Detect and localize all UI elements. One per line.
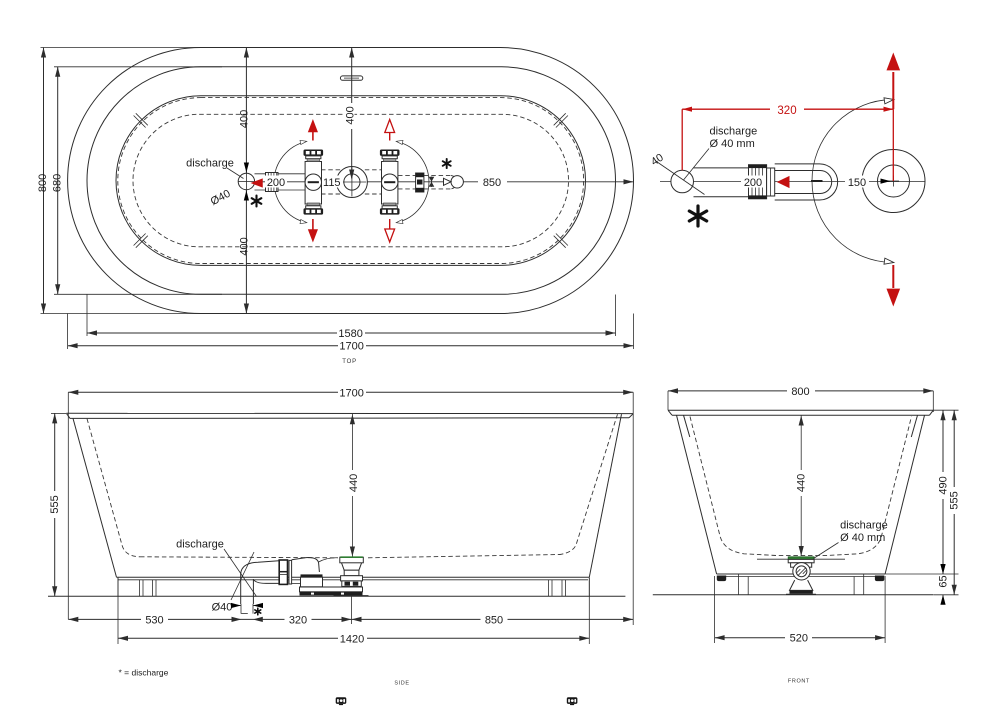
svg-text:200: 200 xyxy=(744,177,762,189)
svg-text:Ø 40 mm: Ø 40 mm xyxy=(840,532,885,544)
svg-text:320: 320 xyxy=(777,105,796,117)
svg-text:TOP: TOP xyxy=(342,359,357,365)
svg-text:400: 400 xyxy=(345,106,357,124)
svg-text:440: 440 xyxy=(348,474,360,492)
svg-text:555: 555 xyxy=(949,491,961,509)
svg-text:555: 555 xyxy=(49,495,61,513)
svg-text:Ø40: Ø40 xyxy=(212,601,233,613)
svg-text:discharge: discharge xyxy=(176,539,224,551)
svg-text:800: 800 xyxy=(791,386,809,398)
svg-text:40: 40 xyxy=(649,152,666,169)
svg-text:850: 850 xyxy=(485,614,503,626)
svg-text:850: 850 xyxy=(483,177,501,189)
svg-text:200: 200 xyxy=(267,177,285,189)
svg-text:440: 440 xyxy=(796,474,808,492)
svg-text:1700: 1700 xyxy=(339,341,363,353)
svg-text:400: 400 xyxy=(239,237,251,255)
svg-text:1420: 1420 xyxy=(340,633,364,645)
svg-text:490: 490 xyxy=(937,476,949,494)
svg-text:discharge: discharge xyxy=(710,125,758,137)
svg-text:320: 320 xyxy=(289,614,307,626)
svg-text:680: 680 xyxy=(51,174,63,192)
svg-text:discharge: discharge xyxy=(840,520,888,532)
svg-text:SIDE: SIDE xyxy=(394,681,409,687)
svg-text:FRONT: FRONT xyxy=(788,679,810,685)
svg-text:* = discharge: * = discharge xyxy=(119,668,169,678)
svg-text:1580: 1580 xyxy=(338,328,362,340)
svg-text:65: 65 xyxy=(937,575,949,587)
svg-text:1700: 1700 xyxy=(339,387,363,399)
svg-text:520: 520 xyxy=(790,633,808,645)
svg-text:530: 530 xyxy=(145,614,163,626)
svg-text:150: 150 xyxy=(848,177,866,189)
svg-text:800: 800 xyxy=(37,174,49,192)
svg-text:discharge: discharge xyxy=(186,158,234,170)
svg-text:Ø 40 mm: Ø 40 mm xyxy=(710,138,755,150)
svg-text:400: 400 xyxy=(239,110,251,128)
svg-text:115: 115 xyxy=(323,177,341,189)
